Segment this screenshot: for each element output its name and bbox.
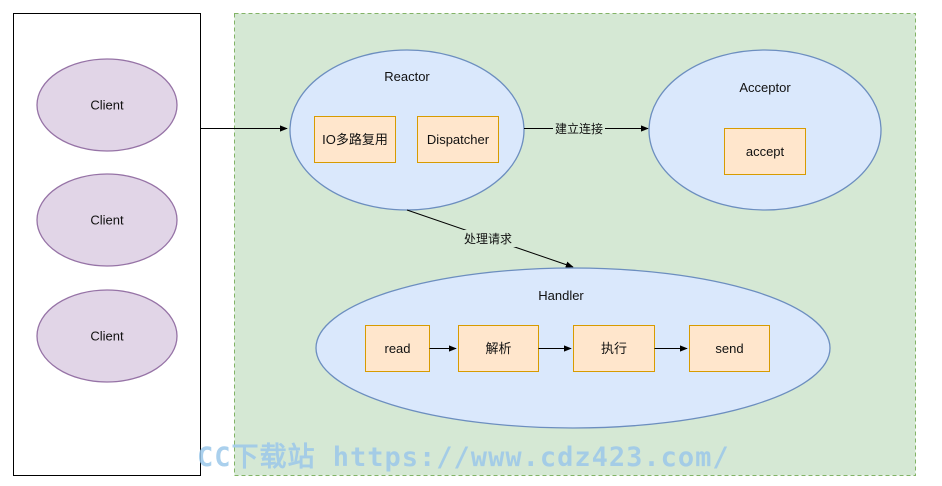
send-label: send (715, 341, 743, 356)
edge-label-bg (460, 230, 516, 247)
execute-label: 执行 (601, 341, 627, 356)
io-multiplexing-box (314, 116, 396, 163)
client-node: Client (36, 173, 178, 267)
edge-label-connect: 建立连接 (555, 121, 603, 136)
accept-box (724, 128, 806, 175)
dispatcher-box (417, 116, 499, 163)
client-node: Client (36, 58, 178, 152)
read-box (365, 325, 430, 372)
client-node: Client (36, 289, 178, 383)
parse-label: 解析 (485, 341, 511, 356)
edge-label-handle: 处理请求 (464, 232, 512, 246)
watermark-text: CC下载站 https://www.cdz423.com/ (197, 442, 730, 473)
acceptor-title: Acceptor (739, 80, 791, 95)
client-label: Client (90, 213, 124, 228)
client-label: Client (90, 98, 124, 113)
parse-box (458, 325, 539, 372)
read-label: read (384, 341, 410, 356)
client-label: Client (90, 329, 124, 344)
reactor-title: Reactor (384, 69, 430, 84)
handler-node: Handler read 解析 执行 send (315, 267, 831, 429)
send-box (689, 325, 770, 372)
handler-title: Handler (538, 288, 584, 303)
io-multiplexing-label: IO多路复用 (322, 132, 388, 147)
acceptor-node: Acceptor accept (648, 49, 882, 211)
reactor-node: Reactor IO多路复用 Dispatcher (289, 49, 525, 211)
dispatcher-label: Dispatcher (427, 132, 490, 147)
edge-label-bg (553, 120, 605, 137)
accept-label: accept (746, 144, 785, 159)
execute-box (573, 325, 655, 372)
